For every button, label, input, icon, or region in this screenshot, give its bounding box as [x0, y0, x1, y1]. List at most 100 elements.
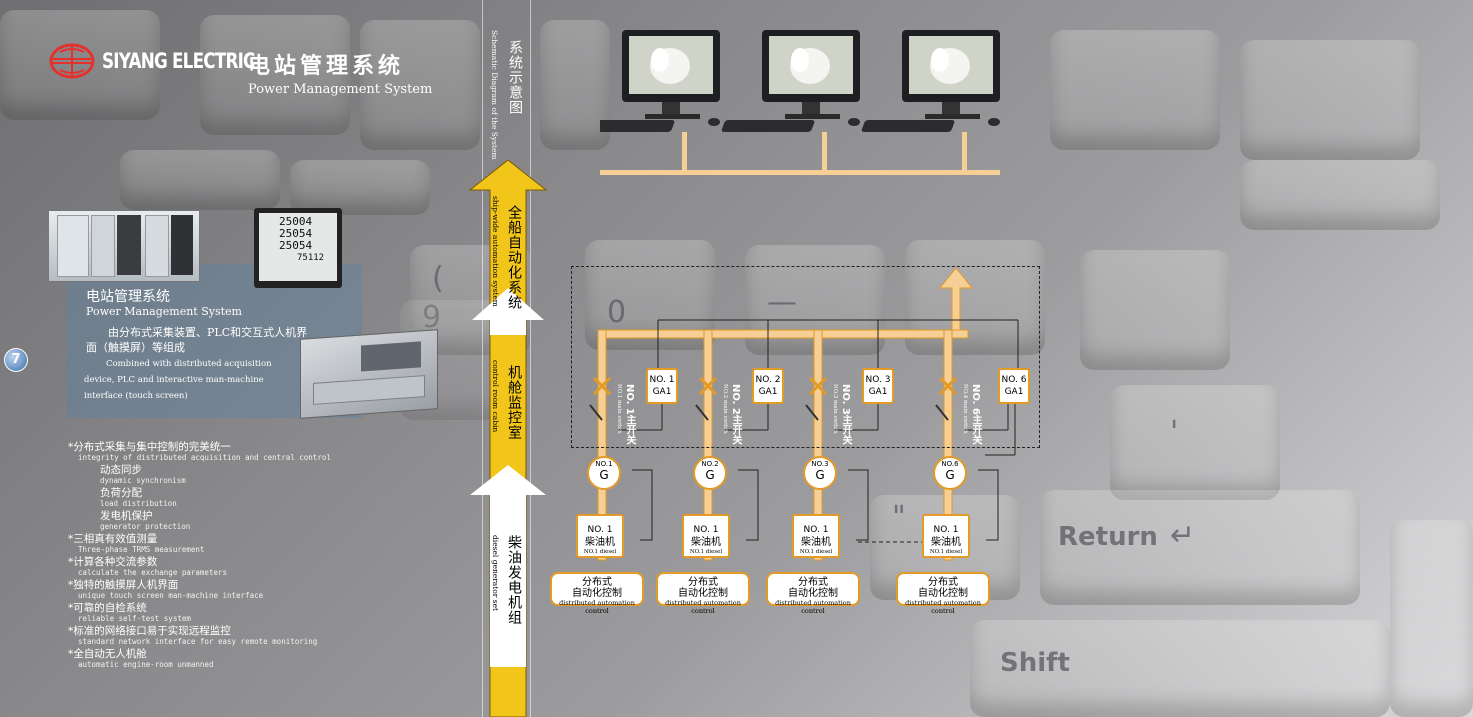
- generator-symbol: G: [815, 468, 825, 482]
- diesel-label: 柴油机: [585, 537, 615, 548]
- feature-en: unique touch screen man-machine interfac…: [78, 591, 264, 600]
- level-ship-wide-en: ship-wide automation system: [491, 196, 500, 307]
- diesel-number: NO. 1: [693, 525, 719, 535]
- feature-en: dynamic synchronism: [100, 476, 186, 485]
- feature-en: standard network interface for easy remo…: [78, 637, 318, 646]
- return-key-label: Return: [1058, 522, 1158, 552]
- computer-icon: [600, 30, 720, 172]
- dist-control-en: distributed automation control: [775, 599, 851, 615]
- ga-code: GA1: [1004, 387, 1024, 397]
- distributed-control-box: 分布式 自动化控制 distributed automation control: [550, 572, 644, 615]
- feature-en: Three-phase TRMS measurement: [78, 545, 205, 554]
- keyboard-key: [1390, 520, 1473, 717]
- power-meter-image: 25004 25054 25054 75112: [254, 208, 342, 288]
- key-glyph: —: [767, 285, 797, 320]
- feature-en: automatic engine-room unmanned: [78, 660, 214, 669]
- feature-en: load distribution: [100, 499, 177, 508]
- ga-code: GA1: [652, 387, 672, 397]
- generator-icon: NO.3 G: [803, 456, 837, 490]
- keyboard-key: [1080, 250, 1230, 370]
- feature-cn: 发电机保护: [100, 510, 153, 522]
- generator-number: NO.3: [811, 460, 829, 468]
- meter-reading: 25054: [279, 227, 313, 240]
- panel-description-cn: 由分布式采集装置、PLC和交互式人机界面（触摸屏）等组成: [86, 326, 308, 354]
- main-switch-label: NO. 2主开关: [730, 384, 741, 445]
- distributed-control-box: 分布式 自动化控制 distributed automation control: [766, 572, 860, 615]
- ga-label: NO. 6: [1001, 375, 1027, 385]
- key-glyph: 0: [607, 295, 627, 330]
- shift-key: Shift: [970, 620, 1390, 717]
- keyboard-key: [540, 20, 610, 150]
- diesel-label: 柴油机: [691, 537, 721, 548]
- diesel-number: NO. 1: [587, 525, 613, 535]
- dist-control-line2: 自动化控制: [918, 588, 968, 599]
- keyboard-key: [360, 20, 480, 150]
- level-generator-set-en: diesel generator set: [491, 535, 500, 612]
- feature-en: integrity of distributed acquisition and…: [78, 453, 331, 462]
- return-arrow-icon: ↵: [1170, 518, 1196, 553]
- diesel-number: NO. 1: [803, 525, 829, 535]
- keyboard-key: [1240, 40, 1420, 160]
- ga-panel: NO. 1 GA1: [646, 368, 678, 404]
- level-control-room: 机舱监控室: [506, 365, 522, 440]
- computer-icon: [721, 30, 860, 172]
- meter-reading: 25054: [279, 239, 313, 252]
- dist-control-line2: 自动化控制: [678, 588, 728, 599]
- page-title: 电站管理系统: [248, 53, 405, 79]
- feature-cn: *标准的网络接口易于实现远程监控: [68, 625, 231, 637]
- panel-subtitle: Power Management System: [86, 305, 242, 318]
- dist-control-line1: 分布式: [688, 577, 718, 588]
- diesel-engine-box: NO. 1 柴油机 NO.1 diesel: [682, 514, 730, 558]
- ga-label: NO. 1: [649, 375, 675, 385]
- ga-code: GA1: [868, 387, 888, 397]
- meter-reading: 75112: [297, 253, 325, 263]
- ga-label: NO. 3: [865, 375, 891, 385]
- schematic-subtitle: Schematic Diagram of the System: [490, 30, 499, 160]
- key-glyph: (: [432, 261, 444, 296]
- workstations: [600, 30, 1000, 175]
- guide-line: [482, 0, 483, 717]
- control-cabinet-boundary: [571, 266, 1040, 448]
- feature-en: reliable self-test system: [78, 614, 191, 623]
- dist-control-line1: 分布式: [582, 577, 612, 588]
- generator-number: NO.6: [941, 460, 959, 468]
- diesel-label-en: NO.1 diesel: [583, 549, 617, 555]
- keyboard-key: [0, 10, 160, 120]
- diesel-label: 柴油机: [931, 537, 961, 548]
- hierarchy-arrow: [468, 160, 548, 717]
- meter-reading: 25004: [279, 215, 313, 228]
- distributed-control-box: 分布式 自动化控制 distributed automation control: [896, 572, 990, 615]
- diesel-engine-box: NO. 1 柴油机 NO.1 diesel: [792, 514, 840, 558]
- panel-description-en: Combined with distributed acquisition de…: [84, 359, 272, 401]
- feature-cn: 负荷分配: [100, 487, 142, 499]
- return-key: Return ↵: [1040, 490, 1360, 605]
- page-subtitle: Power Management System: [248, 82, 433, 97]
- ga-code: GA1: [758, 387, 778, 397]
- page-number: 7: [11, 352, 21, 367]
- dist-control-en: distributed automation control: [905, 599, 981, 615]
- diesel-label-en: NO.1 diesel: [799, 549, 833, 555]
- control-box-image: [300, 329, 438, 419]
- guide-line: [530, 0, 531, 717]
- keyboard-key: [290, 160, 430, 215]
- feature-cn: *全自动无人机舱: [68, 648, 147, 660]
- ga-panel: NO. 6 GA1: [998, 368, 1030, 404]
- generator-icon: NO.2 G: [693, 456, 727, 490]
- main-switch-label-en: NO.4 main switch: [962, 384, 968, 434]
- diesel-label: 柴油机: [801, 537, 831, 548]
- main-switch-label: NO. 3主开关: [840, 384, 851, 445]
- schematic-lines: [589, 267, 1019, 561]
- feature-cn: *计算各种交流参数: [68, 556, 158, 568]
- key-glyph: 9: [422, 300, 442, 335]
- generator-number: NO.2: [701, 460, 719, 468]
- shift-key-label: Shift: [1000, 648, 1070, 678]
- ga-panel: NO. 3 GA1: [862, 368, 894, 404]
